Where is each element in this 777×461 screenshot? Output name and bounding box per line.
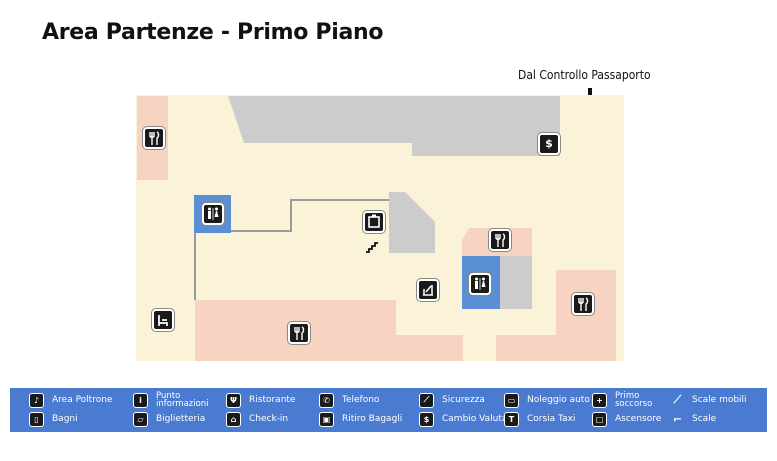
restaurant-icon[interactable]	[572, 293, 594, 315]
toilets-icon[interactable]	[469, 273, 491, 295]
checkin-icon: ⌂	[226, 411, 241, 427]
restricted-area-top	[228, 96, 560, 156]
legend-item-security: ⟋ Sicurezza	[419, 391, 485, 409]
stairs-icon: ⌐	[672, 412, 683, 426]
chair-icon[interactable]	[152, 309, 174, 331]
currency-icon: $	[419, 411, 434, 427]
legend-item-checkin: ⌂ Check-in	[226, 410, 288, 428]
chair-icon: ♪	[29, 392, 44, 408]
floor-map	[136, 95, 624, 361]
legend-item-currency: $ Cambio Valuta	[419, 410, 507, 428]
legend-item-toilets: ▯ Bagni	[29, 410, 78, 428]
toilets-icon: ▯	[29, 411, 44, 427]
restaurant-icon[interactable]	[489, 229, 511, 251]
security-icon[interactable]	[417, 279, 439, 301]
legend-item-ticket: ▱ Biglietteria	[133, 410, 205, 428]
legend-item-restaurant: Ψ Ristorante	[226, 391, 295, 409]
phone-icon: ✆	[319, 392, 334, 408]
restricted-area-right	[500, 256, 532, 309]
shop-bottom-right	[496, 270, 616, 361]
passport-control-label: Dal Controllo Passaporto	[518, 68, 651, 82]
security-icon: ⟋	[419, 392, 434, 408]
first-aid-icon: +	[592, 392, 607, 408]
page-title: Area Partenze - Primo Piano	[42, 20, 384, 45]
legend-item-chair: ♪ Area Poltrone	[29, 391, 112, 409]
info-icon: i	[133, 392, 148, 408]
legend-item-first-aid: + Primo soccorso	[592, 391, 655, 409]
toilets-icon[interactable]	[202, 203, 224, 225]
legend-item-escalator: ⟋ Scale mobili	[671, 391, 747, 409]
currency-icon[interactable]: $	[538, 133, 560, 155]
legend-item-stairs: ⌐ Scale	[672, 412, 717, 426]
elevator-icon[interactable]	[363, 211, 385, 233]
taxi-icon: T	[504, 411, 519, 427]
restricted-area-center	[389, 192, 435, 253]
stairs-icon[interactable]	[364, 238, 380, 254]
baggage-icon: ▣	[319, 411, 334, 427]
restaurant-icon[interactable]	[288, 322, 310, 344]
restaurant-icon: Ψ	[226, 392, 241, 408]
car-rental-icon: ▭	[504, 392, 519, 408]
shop-bottom-left	[195, 300, 463, 361]
legend-item-baggage: ▣ Ritiro Bagagli	[319, 410, 402, 428]
legend-item-elevator: □ Ascensore	[592, 410, 661, 428]
legend-item-info: i Punto informazioni	[133, 391, 212, 409]
legend-item-phone: ✆ Telefono	[319, 391, 379, 409]
elevator-icon: □	[592, 411, 607, 427]
legend: ♪ Area Poltrone ▯ Bagni i Punto informaz…	[10, 388, 767, 432]
legend-item-car-rental: ▭ Noleggio auto	[504, 391, 590, 409]
central-enclosure-outline	[194, 199, 389, 300]
ticket-icon: ▱	[133, 411, 148, 427]
legend-item-taxi: T Corsia Taxi	[504, 410, 575, 428]
escalator-icon: ⟋	[673, 393, 682, 406]
restaurant-icon[interactable]	[143, 127, 165, 149]
